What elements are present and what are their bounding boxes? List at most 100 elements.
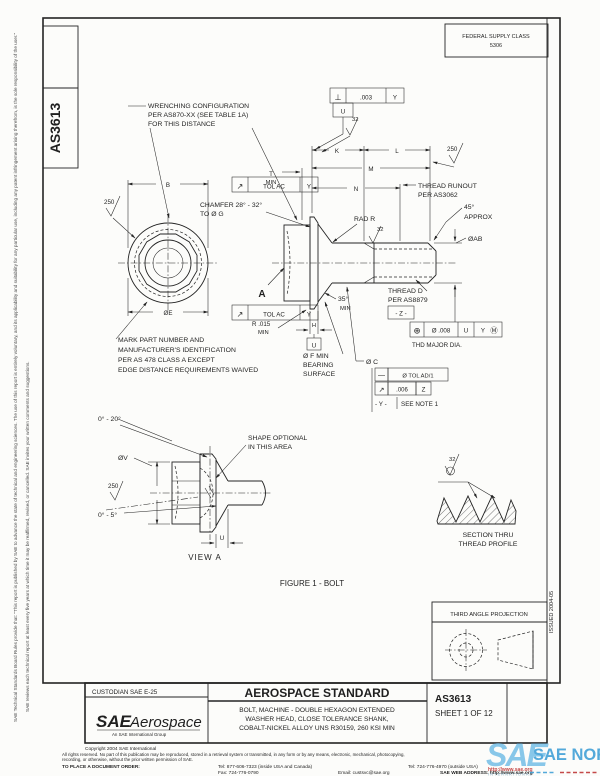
issued-date-vertical: ISSUED 2004-05 <box>549 591 555 633</box>
datum-y-flag: - Y - <box>375 401 387 408</box>
runout-tol-2: TOL AC <box>263 312 285 319</box>
web-address: SAE WEB ADDRESS: http://www.sae.org <box>440 770 533 776</box>
datum-u-box: U <box>341 109 345 116</box>
section-label-1: SECTION THRU <box>463 532 514 539</box>
finish-32-mid: 32 <box>377 227 383 233</box>
footer-legal: Copyright 2004 SAE International All rig… <box>62 746 533 776</box>
note-mark-2: MANUFACTURER'S IDENTIFICATION <box>118 347 236 354</box>
runout-symbol-2: ↗ <box>237 310 244 319</box>
tol-006-value: .006 <box>396 388 408 394</box>
note-r015-min: MIN <box>258 330 269 336</box>
logo-aerospace-text: Aerospace <box>129 714 202 731</box>
note-chamfer-1: CHAMFER 28° - 32° <box>200 201 262 209</box>
margin-disclaimer-inner: SAE reviews each technical report at lea… <box>25 361 30 712</box>
note-mark-4: EDGE DISTANCE REQUIREMENTS WAIVED <box>118 367 258 374</box>
datum-u-flag: U <box>312 343 316 350</box>
annotations: WRENCHING CONFIGURATION PER AS870-XX (SE… <box>104 87 503 412</box>
projection-symbol-icon <box>445 629 534 671</box>
sheet-number: SHEET 1 OF 12 <box>435 709 493 718</box>
note-0-5: 0° - 5° <box>98 511 117 519</box>
datum-z-flag: - Z - <box>395 311 406 318</box>
fcf-runout-top: ↗ TOL AC Y <box>231 176 319 193</box>
third-angle-projection-box: THIRD ANGLE PROJECTION <box>431 601 548 681</box>
runout-tol: TOL AC <box>263 184 285 191</box>
custodian-label: CUSTODIAN SAE E-25 <box>92 689 158 696</box>
figure-caption: FIGURE 1 - BOLT <box>280 579 344 588</box>
dim-m: M <box>368 166 373 173</box>
note-thread-runout-2: PER AS3062 <box>418 192 458 199</box>
watermark-norm-text: SAE NORM <box>533 746 600 764</box>
fcf-perpendicularity: ⊥ .003 Y U <box>315 87 405 150</box>
dim-dia-e: ØE <box>164 310 173 317</box>
dim-t-min: MIN <box>266 180 277 186</box>
position-symbol: ⊕ <box>413 326 420 336</box>
dim-t: T <box>269 171 273 178</box>
note-per-as8879: PER AS8879 <box>388 297 428 304</box>
dim-k: K <box>335 148 340 155</box>
straightness-symbol: — <box>378 373 385 380</box>
logo-sae-text: SAE <box>96 712 132 731</box>
section-thread-profile: 32 SECTION THRU THREAD PROFILE <box>436 453 518 548</box>
email-address: Email: custsvc@sae.org <box>338 770 390 776</box>
note-35deg: 35° <box>338 295 349 303</box>
datum-z-cell: Z <box>422 387 426 394</box>
note-dia-f-1: Ø F MIN <box>303 353 329 360</box>
fcf-tol-ad-stack: — Ø TOL AD/1 ↗ .006 Z - Y - SEE NOTE 1 <box>371 367 449 412</box>
note-mark-1: MARK PART NUMBER AND <box>118 337 204 344</box>
bolt-side-view <box>272 216 456 310</box>
doc-number: AS3613 <box>435 694 472 705</box>
note-wrenching-3: FOR THIS DISTANCE <box>148 121 216 128</box>
order-label: TO PLACE A DOCUMENT ORDER: <box>62 764 140 770</box>
note-dia-f-2: BEARING <box>303 362 334 369</box>
finish-250-view-a: 250 <box>108 483 119 490</box>
finish-250-right: 250 <box>447 146 458 153</box>
position-modifier: Ⓜ <box>490 326 498 335</box>
title-block-header: AEROSPACE STANDARD <box>245 686 390 700</box>
note-shape-optional-2: IN THIS AREA <box>248 444 293 451</box>
tel-inside: Tel: 877-606-7323 (inside USA and Canada… <box>218 764 313 770</box>
view-arrow-label: A <box>258 289 265 300</box>
watermark-url: http://www.sae.org <box>488 767 533 773</box>
note-wrenching-2: PER AS870-XX (SEE TABLE 1A) <box>148 112 248 119</box>
note-dia-c: Ø C <box>366 359 378 366</box>
finish-32-top: 32 <box>352 117 358 123</box>
dim-n: N <box>354 186 358 193</box>
note-shape-optional-1: SHAPE OPTIONAL <box>248 435 308 442</box>
note-thread-d: THREAD D <box>388 288 423 295</box>
logo-subtitle: An SAE International Group <box>112 732 167 737</box>
note-35deg-min: MIN <box>340 306 351 312</box>
note-wrenching-1: WRENCHING CONFIGURATION <box>148 103 249 110</box>
perpendicularity-value: .003 <box>360 95 373 102</box>
note-r015: R .015 <box>252 321 271 328</box>
rights-line-1: All rights reserved. No part of this pub… <box>62 752 405 757</box>
finish-250-left: 250 <box>104 199 115 206</box>
sae-aerospace-logo: SAE Aerospace An SAE International Group <box>96 712 202 737</box>
copyright-line: Copyright 2004 SAE International <box>85 746 156 752</box>
note-0-20: 0° - 20° <box>98 415 121 423</box>
position-datum-u: U <box>464 328 468 335</box>
doc-number-vertical: AS3613 <box>47 102 63 153</box>
view-a-label: VIEW A <box>188 553 222 562</box>
note-45deg: 45° <box>464 203 475 211</box>
dim-h: H <box>312 323 316 329</box>
fsc-class-label: FEDERAL SUPPLY CLASS <box>462 34 530 40</box>
runout-datum-2: Y <box>307 312 311 319</box>
fax-number: Fax: 724-776-0790 <box>218 770 259 776</box>
title-block: CUSTODIAN SAE E-25 AEROSPACE STANDARD BO… <box>84 682 548 744</box>
view-a-detail: ØV 0° - 20° SHAPE OPTIONAL IN THIS AREA … <box>98 415 308 562</box>
runout-datum: Y <box>307 184 311 191</box>
note-thread-runout-1: THREAD RUNOUT <box>418 183 477 190</box>
rights-line-2: recording, or otherwise, without the pri… <box>62 757 193 762</box>
title-line-2: WASHER HEAD, CLOSE TOLERANCE SHANK, <box>245 716 388 723</box>
projection-label: THIRD ANGLE PROJECTION <box>450 612 528 618</box>
note-see-note-1: SEE NOTE 1 <box>401 401 439 408</box>
note-rad-r: RAD R <box>354 216 375 223</box>
dim-dia-ab: ØAB <box>468 236 483 243</box>
bolt-front-view <box>118 215 218 311</box>
note-dia-f-3: SURFACE <box>303 371 336 378</box>
title-line-3: COBALT-NICKEL ALLOY UNS R30159, 260 KSI … <box>239 725 395 732</box>
dim-b: B <box>166 182 170 189</box>
fcf-position: ⊕ Ø .008 U Y Ⓜ THD MAJOR DIA. <box>409 321 503 349</box>
position-datum-y: Y <box>481 328 485 335</box>
